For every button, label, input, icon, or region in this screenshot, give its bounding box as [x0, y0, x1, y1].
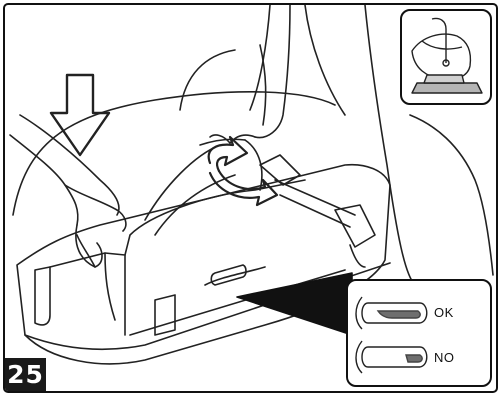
indicator-ok-window	[355, 296, 428, 330]
indicator-ok-label: OK	[434, 305, 454, 320]
installation-illustration	[9, 5, 494, 365]
car-seat-base	[16, 163, 391, 365]
rotate-arrow-icon	[207, 135, 279, 207]
instruction-panel: OK NO 25	[3, 3, 498, 393]
indicator-no-label: NO	[434, 350, 455, 365]
down-arrow-icon	[49, 73, 111, 157]
left-hand	[9, 114, 127, 268]
right-hand	[209, 5, 291, 144]
step-number-badge: 25	[5, 358, 46, 391]
vehicle-seat-outline	[12, 5, 494, 286]
detail-callout-pointer	[236, 272, 353, 336]
indicator-no-window	[355, 340, 428, 374]
car-seat-thumbnail-icon	[400, 9, 492, 105]
indicator-detail-inset: OK NO	[346, 279, 492, 387]
vehicle-belt	[259, 154, 376, 268]
